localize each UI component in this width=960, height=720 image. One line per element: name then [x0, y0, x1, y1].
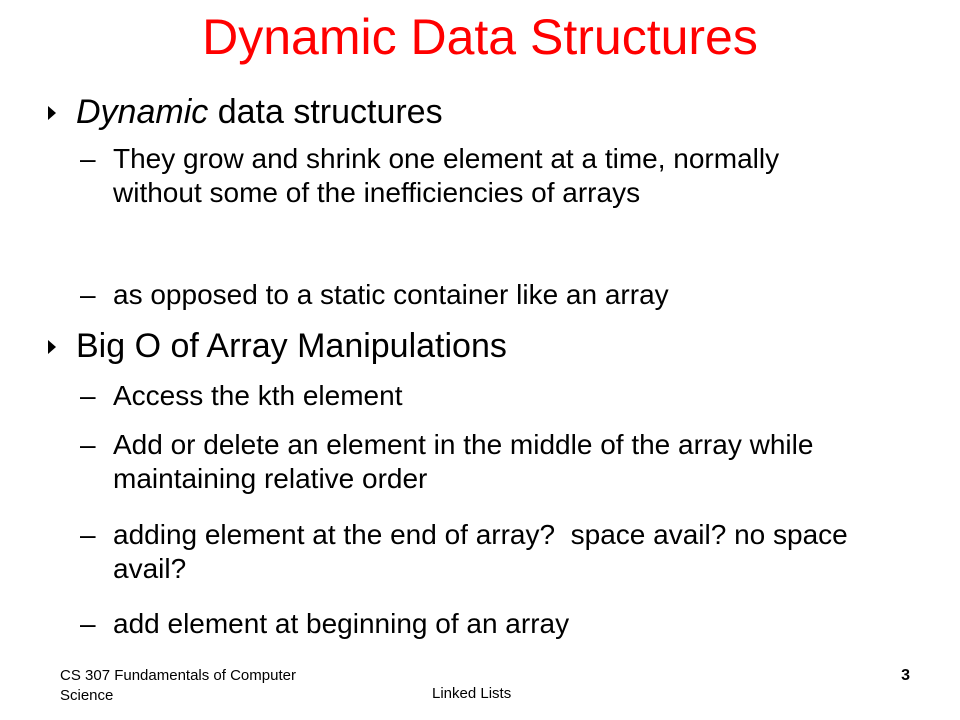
footer-topic: Linked Lists	[432, 685, 512, 702]
bullet-marker-icon	[48, 106, 56, 120]
sub-bullet-text: adding element at the end of array? spac…	[113, 519, 856, 584]
page-number: 3	[901, 667, 910, 684]
bullet-marker-icon	[48, 340, 56, 354]
sub-bullet-text: They grow and shrink one element at a ti…	[113, 143, 780, 208]
bullet-text: Big O of Array Manipulations	[76, 327, 507, 365]
sub-bullet-dash: –	[80, 519, 96, 550]
sub-bullet-dash: –	[80, 279, 96, 310]
sub-bullet-dash: –	[80, 429, 96, 460]
sub-bullet: – as opposed to a static container like …	[80, 278, 870, 312]
sub-bullet: – adding element at the end of array? sp…	[80, 518, 870, 586]
sub-bullet-text: Add or delete an element in the middle o…	[113, 429, 814, 494]
bullet-text: Dynamic data structures	[76, 92, 443, 132]
slide-title: Dynamic Data Structures	[202, 9, 758, 65]
bullet-italic-word: Dynamic	[76, 93, 209, 131]
sub-bullet-dash: –	[80, 143, 96, 174]
footer-course: CS 307 Fundamentals of Computer Science	[60, 667, 296, 704]
sub-bullet-dash: –	[80, 608, 96, 639]
sub-bullet: – add element at beginning of an array	[80, 607, 870, 641]
bullet-rest: data structures	[208, 93, 443, 131]
sub-bullet: – Access the kth element	[80, 379, 870, 413]
sub-bullet-text: as opposed to a static container like an…	[113, 279, 669, 310]
sub-bullet-text: add element at beginning of an array	[113, 608, 570, 639]
sub-bullet-text: Access the kth element	[113, 380, 403, 411]
sub-bullet-dash: –	[80, 380, 96, 411]
sub-bullet: – They grow and shrink one element at a …	[80, 142, 870, 210]
sub-bullet: – Add or delete an element in the middle…	[80, 428, 870, 496]
